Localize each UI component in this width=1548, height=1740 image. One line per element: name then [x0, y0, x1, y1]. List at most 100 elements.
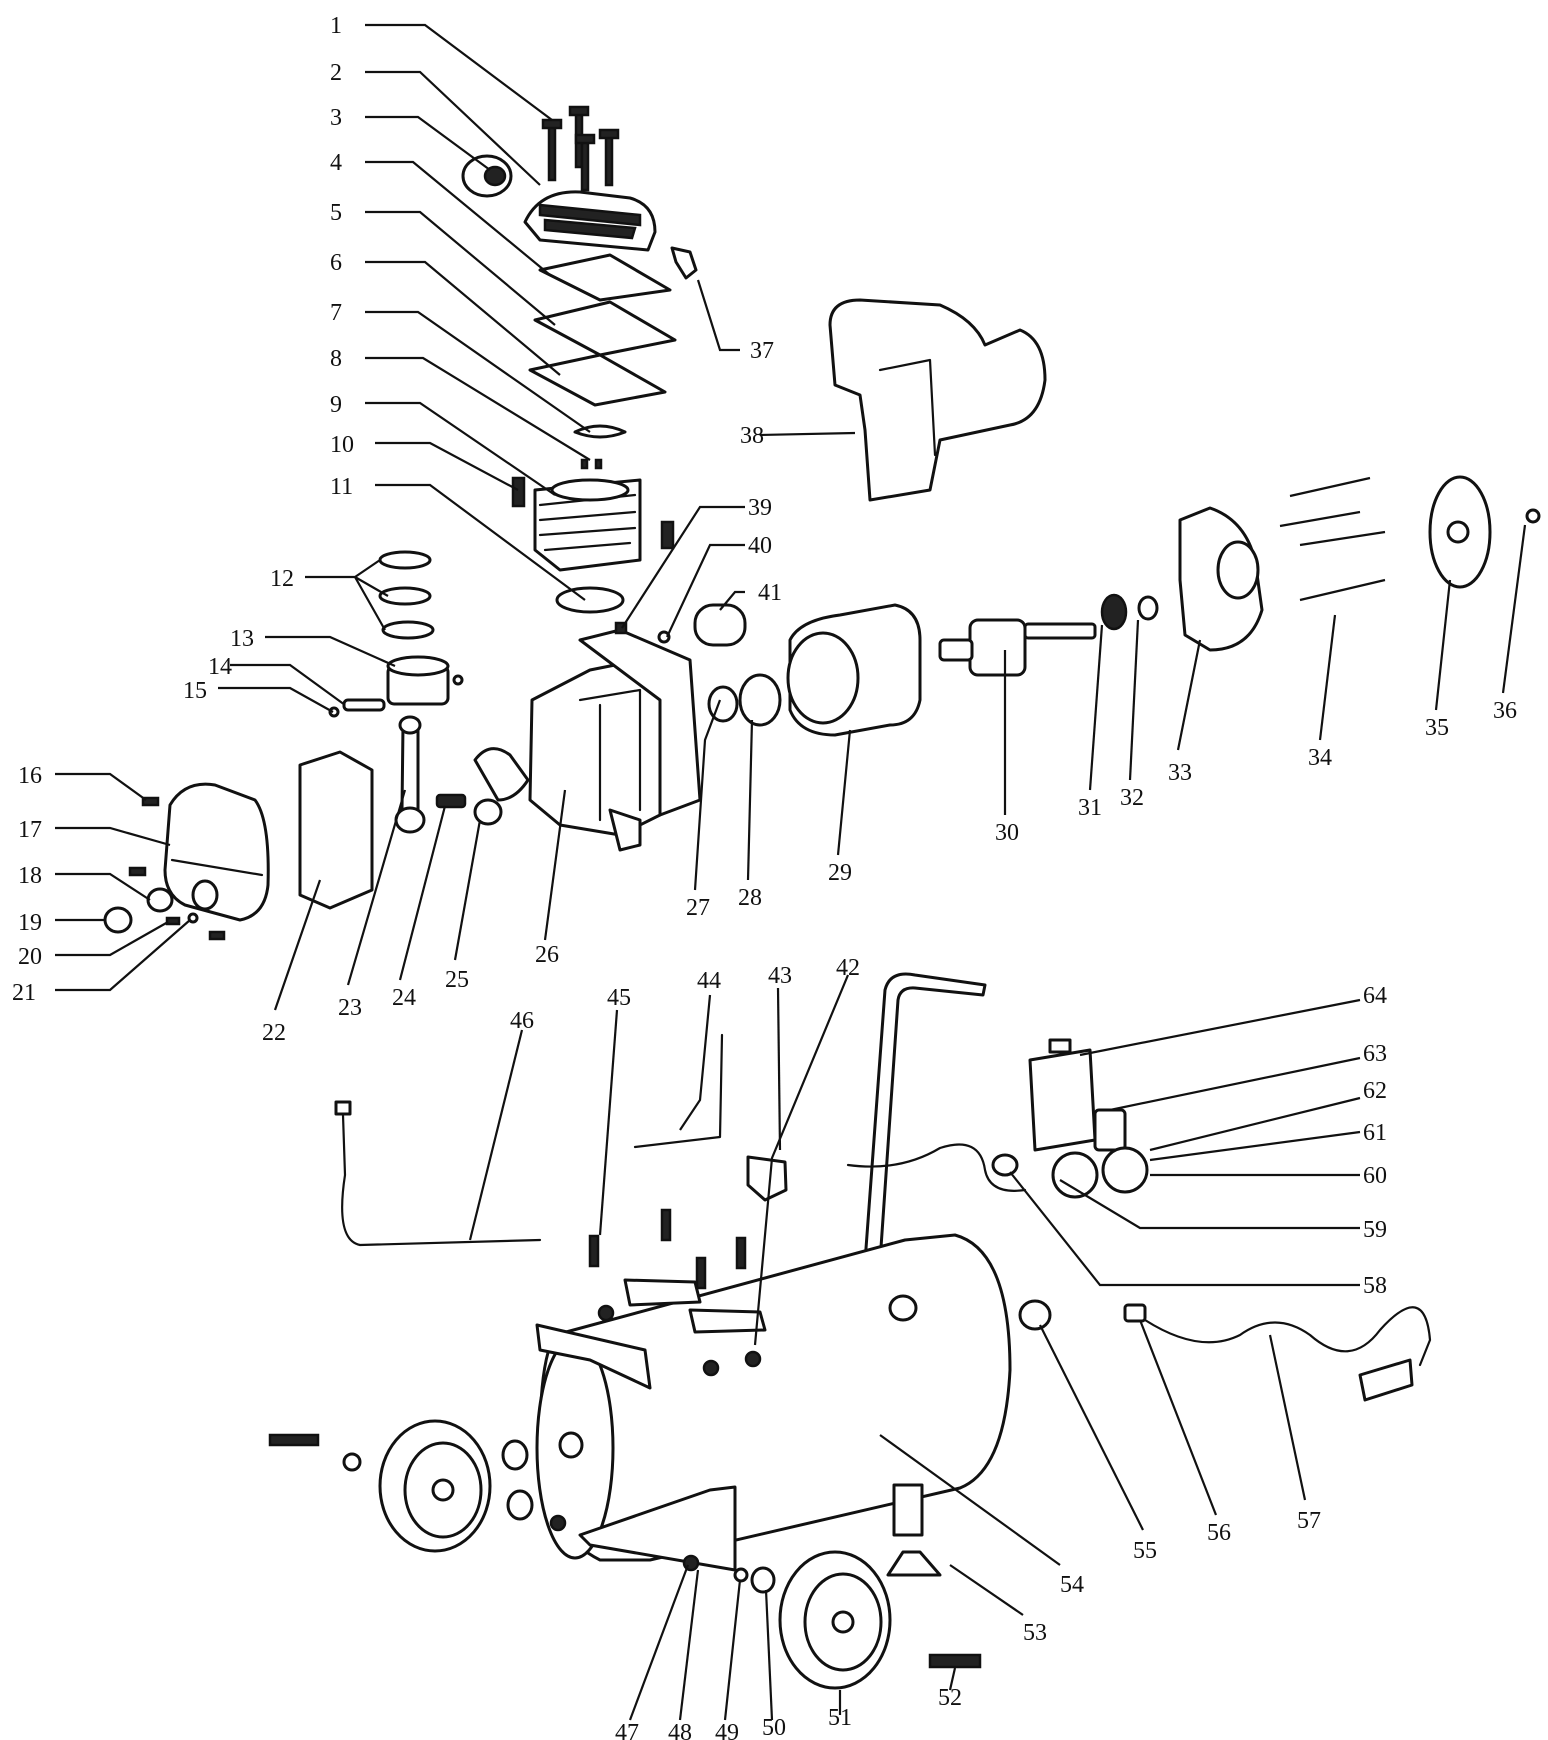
label-19: 19	[18, 910, 42, 936]
label-57: 57	[1297, 1508, 1321, 1534]
pressure-switch	[1028, 1038, 1097, 1152]
label-29: 29	[828, 860, 852, 886]
regulator-knob	[1093, 1108, 1127, 1152]
axle-right	[682, 1554, 982, 1669]
label-61: 61	[1363, 1120, 1387, 1146]
label-54: 54	[1060, 1572, 1084, 1598]
tank-brackets	[623, 1278, 767, 1334]
label-12: 12	[270, 566, 294, 592]
sight-glass-washer	[146, 887, 174, 913]
label-16: 16	[18, 763, 42, 789]
bearing-front	[738, 673, 782, 727]
o-ring	[555, 586, 625, 614]
mount-bolts	[588, 1208, 747, 1290]
label-56: 56	[1207, 1520, 1231, 1546]
reed-valve	[573, 424, 627, 439]
oil-plug	[103, 906, 133, 934]
label-59: 59	[1363, 1217, 1387, 1243]
label-18: 18	[18, 863, 42, 889]
gauges	[1051, 1146, 1149, 1199]
label-36: 36	[1493, 698, 1517, 724]
label-45: 45	[607, 985, 631, 1011]
label-14: 14	[208, 654, 232, 680]
label-47: 47	[615, 1720, 639, 1740]
label-37: 37	[750, 338, 774, 364]
nut	[657, 630, 671, 644]
label-31: 31	[1078, 795, 1102, 821]
wheel-left	[378, 1419, 492, 1553]
label-1: 1	[330, 13, 342, 39]
label-5: 5	[330, 200, 342, 226]
support-rod	[633, 1033, 724, 1149]
cover-screw-low	[208, 930, 226, 941]
screw	[614, 621, 628, 635]
pins	[580, 458, 603, 470]
handle	[863, 972, 987, 1264]
cover-screw-top	[141, 796, 160, 807]
bearing-rear	[1100, 593, 1128, 631]
circlip	[328, 706, 340, 718]
label-51: 51	[828, 1705, 852, 1731]
label-9: 9	[330, 392, 342, 418]
connecting-rod	[394, 715, 426, 834]
label-4: 4	[330, 150, 342, 176]
label-8: 8	[330, 346, 342, 372]
leader-lines	[55, 23, 1527, 1721]
bolt-set-head	[541, 105, 620, 192]
label-48: 48	[668, 1720, 692, 1740]
end-cover	[1178, 506, 1264, 652]
nuts	[597, 1304, 762, 1377]
cord-gland	[1123, 1303, 1147, 1323]
label-27: 27	[686, 895, 710, 921]
label-22: 22	[262, 1020, 286, 1046]
label-52: 52	[938, 1685, 962, 1711]
label-63: 63	[1363, 1041, 1387, 1067]
label-33: 33	[1168, 760, 1192, 786]
cylinder	[533, 478, 642, 572]
label-25: 25	[445, 967, 469, 993]
label-6: 6	[330, 250, 342, 276]
cooling-fan	[1428, 475, 1492, 589]
cylinder-screw-left	[511, 476, 526, 508]
unloader-tube	[846, 1143, 1027, 1192]
capacitor	[693, 603, 747, 647]
stator	[786, 603, 922, 737]
check-valve	[746, 1155, 788, 1202]
small-screw	[165, 916, 181, 926]
label-38: 38	[740, 423, 764, 449]
axle-left	[268, 1433, 567, 1532]
label-10: 10	[330, 432, 354, 458]
rubber-foot	[886, 1550, 942, 1577]
circlip-fan	[1525, 508, 1541, 524]
piston	[386, 655, 464, 706]
valve-plate	[533, 300, 677, 357]
gasket-upper	[538, 253, 672, 302]
drain-plug	[1018, 1299, 1052, 1331]
label-17: 17	[18, 817, 42, 843]
label-30: 30	[995, 820, 1019, 846]
label-58: 58	[1363, 1273, 1387, 1299]
label-40: 40	[748, 533, 772, 559]
cylinder-screw-right	[660, 520, 675, 550]
label-35: 35	[1425, 715, 1449, 741]
label-60: 60	[1363, 1163, 1387, 1189]
label-13: 13	[230, 626, 254, 652]
label-3: 3	[330, 105, 342, 131]
wheel-right	[778, 1550, 892, 1690]
label-28: 28	[738, 885, 762, 911]
label-11: 11	[330, 474, 353, 500]
tank-outlet	[892, 1483, 924, 1537]
label-41: 41	[758, 580, 782, 606]
label-23: 23	[338, 995, 362, 1021]
label-2: 2	[330, 60, 342, 86]
label-20: 20	[18, 944, 42, 970]
label-7: 7	[330, 300, 342, 326]
label-43: 43	[768, 963, 792, 989]
label-39: 39	[748, 495, 772, 521]
power-cord	[1143, 1306, 1432, 1367]
piston-pin	[342, 698, 386, 712]
tank-handle-front	[535, 1323, 652, 1390]
rotor	[938, 618, 1097, 677]
label-64: 64	[1363, 983, 1387, 1009]
piston-rings	[378, 550, 435, 640]
